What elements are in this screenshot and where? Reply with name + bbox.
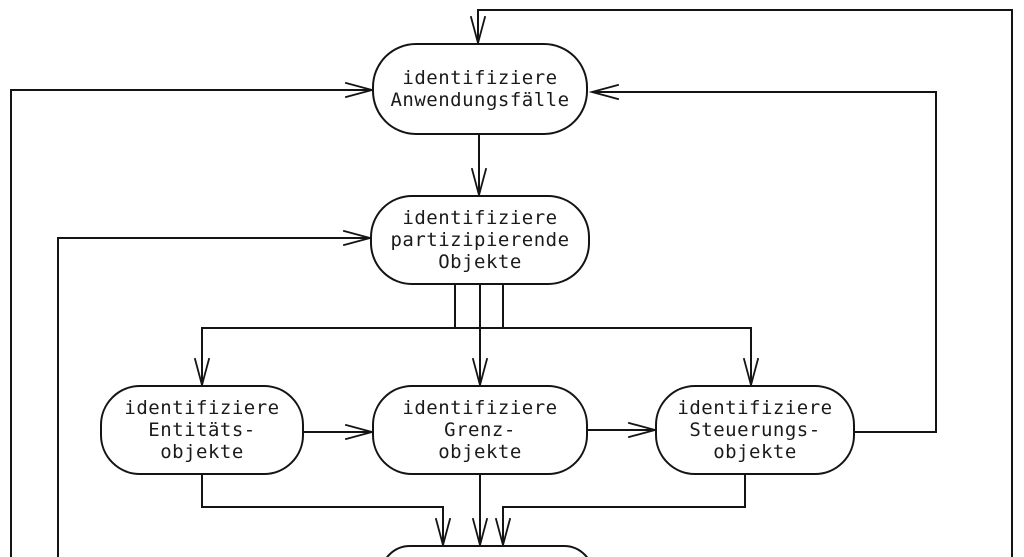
node-bottom-cutoff	[380, 545, 594, 557]
node-identify-participating-objects: identifiziere partizipierende Objekte	[370, 195, 590, 285]
node-label: identifiziere Entitäts- objekte	[124, 397, 280, 463]
edge-control-to-bottom	[502, 473, 746, 544]
edge-outer-left-loop	[10, 89, 369, 557]
edge-control-to-use-cases	[595, 91, 937, 433]
edge-entity-to-bottom	[201, 473, 444, 544]
node-label: identifiziere Grenz- objekte	[402, 397, 558, 463]
node-label: identifiziere Steuerungs- objekte	[677, 397, 833, 463]
node-label: identifiziere partizipierende Objekte	[390, 207, 570, 273]
arrowhead-into-use-cases-right	[588, 83, 620, 101]
edge-top-right-loop	[477, 9, 1013, 557]
node-identify-entity-objects: identifiziere Entitäts- objekte	[100, 385, 304, 475]
node-identify-control-objects: identifiziere Steuerungs- objekte	[655, 385, 855, 475]
node-identify-boundary-objects: identifiziere Grenz- objekte	[372, 385, 588, 475]
edge-inner-left-loop	[57, 237, 367, 557]
node-identify-use-cases: identifiziere Anwendungsfälle	[372, 43, 588, 135]
node-label: identifiziere Anwendungsfälle	[390, 67, 570, 111]
